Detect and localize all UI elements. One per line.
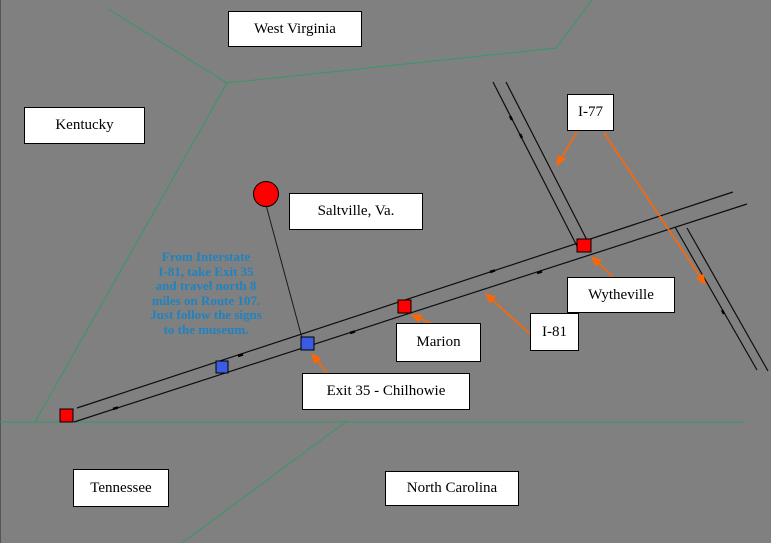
road-i77-south-segment-line2 <box>686 227 769 372</box>
label-tennessee-text: Tennessee <box>90 479 152 496</box>
arrow-i77-to-north-segment <box>556 131 578 167</box>
road-i77-north-segment-line1 <box>492 81 579 249</box>
arrow-marion-to-square <box>410 314 434 325</box>
label-i81-text: I-81 <box>542 323 567 340</box>
label-wytheville-text: Wytheville <box>588 286 654 303</box>
label-wytheville: Wytheville <box>567 277 675 313</box>
arrow-wytheville-to-square <box>590 255 614 278</box>
state-border-northcarolina-line <box>181 420 348 543</box>
road-i77-south-segment-line1 <box>674 226 758 371</box>
label-kentucky: Kentucky <box>24 107 145 144</box>
label-west-virginia-text: West Virginia <box>254 20 336 37</box>
label-exit35-chilhowie-text: Exit 35 - Chilhowie <box>326 383 446 399</box>
marker-square-chilhowie-exit <box>300 336 315 351</box>
state-border-kentucky-line <box>34 82 228 423</box>
marker-square-west-blue <box>215 360 229 374</box>
label-exit35-chilhowie: Exit 35 - Chilhowie <box>302 373 470 410</box>
label-marion-text: Marion <box>416 334 461 350</box>
label-tennessee: Tennessee <box>73 469 169 507</box>
label-i77-text: I-77 <box>578 104 603 120</box>
label-kentucky-text: Kentucky <box>55 117 114 133</box>
label-marion: Marion <box>396 323 481 362</box>
state-border-westvirginia-line <box>107 0 593 84</box>
arrow-exit35-to-square <box>311 352 328 374</box>
label-north-carolina: North Carolina <box>385 471 519 506</box>
label-saltville: Saltville, Va. <box>289 193 423 230</box>
arrow-i81-to-road <box>484 292 531 335</box>
label-north-carolina-text: North Carolina <box>406 480 498 496</box>
label-west-virginia: West Virginia <box>228 11 362 47</box>
directions-note: From Interstate I-81, take Exit 35 and t… <box>150 249 262 337</box>
marker-square-wytheville <box>576 238 592 253</box>
marker-circle-saltville-museum <box>253 181 279 207</box>
label-i81: I-81 <box>530 313 579 351</box>
arrow-i77-to-south-segment <box>603 132 706 286</box>
museum-pointer-line <box>265 204 303 339</box>
marker-square-tennessee-end <box>59 408 74 423</box>
road-i77-north-segment-line2 <box>505 81 592 249</box>
label-saltville-text: Saltville, Va. <box>317 203 395 219</box>
marker-square-marion <box>397 299 412 314</box>
road-direction-ticks <box>112 115 726 411</box>
label-i77: I-77 <box>567 94 614 131</box>
